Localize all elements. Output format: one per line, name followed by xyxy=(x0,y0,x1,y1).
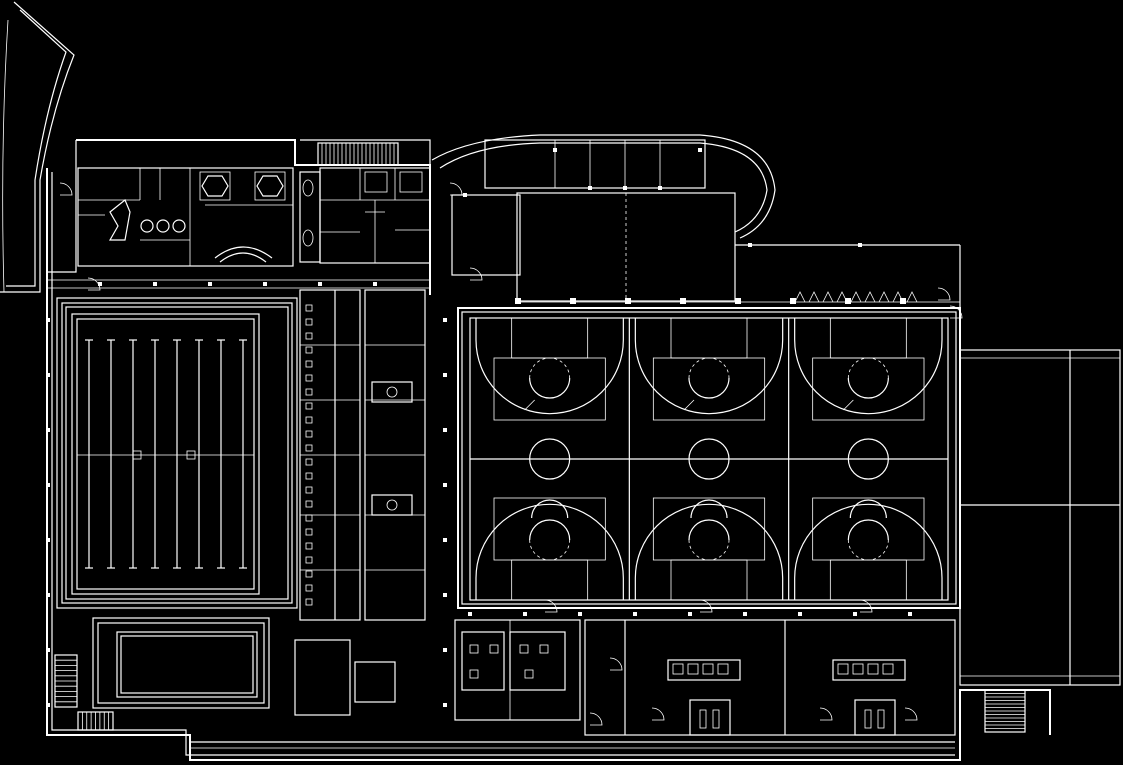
toilet-fixture-icon xyxy=(305,402,313,410)
basketball-court-icon xyxy=(788,317,948,601)
toilet-fixture-icon xyxy=(852,663,864,675)
service-block-bottom xyxy=(59,182,963,749)
toilet-fixture-icon xyxy=(305,430,313,438)
entrance-canopy xyxy=(0,1,75,293)
door-swing-icon xyxy=(819,707,833,721)
door-swing-icon xyxy=(449,182,463,196)
clerestory-row xyxy=(515,291,960,304)
locker-rooms xyxy=(294,289,426,716)
door-swing-icon xyxy=(59,182,73,196)
door-swing-icon xyxy=(859,599,873,613)
toilet-fixture-icon xyxy=(469,669,479,679)
toilet-fixture-icon xyxy=(305,486,313,494)
toilet-fixture-icon xyxy=(305,332,313,340)
toilet-fixture-icon xyxy=(867,663,879,675)
door-swing-icon xyxy=(949,305,963,319)
building-outline xyxy=(46,139,1051,761)
entry-suite xyxy=(77,167,321,267)
multipurpose-room-oval xyxy=(431,134,961,310)
basketball-court-icon xyxy=(628,317,789,601)
toilet-fixture-icon xyxy=(305,556,313,564)
door-swing-icon xyxy=(937,287,951,301)
door-swing-icon xyxy=(699,599,713,613)
structural-columns xyxy=(46,148,912,707)
toilet-fixture-icon xyxy=(672,663,684,675)
toilet-fixture-icon xyxy=(524,669,534,679)
toilet-fixture-icon xyxy=(305,584,313,592)
toilet-fixture-icon xyxy=(305,416,313,424)
toilet-fixture-icon xyxy=(305,318,313,326)
basketball-court-icon xyxy=(470,317,630,601)
toilet-fixture-icon xyxy=(305,458,313,466)
toilet-fixture-icon xyxy=(305,570,313,578)
toilet-fixture-icon xyxy=(305,598,313,606)
toilet-fixture-icon xyxy=(305,304,313,312)
toilet-fixture-icon xyxy=(539,644,549,654)
toilet-fixture-icon xyxy=(305,472,313,480)
toilet-fixture-icon xyxy=(305,388,313,396)
door-swing-icon xyxy=(651,707,665,721)
toilet-fixture-icon xyxy=(305,500,313,508)
toilet-fixture-icon xyxy=(305,374,313,382)
toilet-fixture-icon xyxy=(882,663,894,675)
door-swing-icon xyxy=(87,277,101,291)
toilet-fixture-icon xyxy=(305,528,313,536)
swimming-pool-icon xyxy=(56,297,298,609)
stair-icon xyxy=(54,654,114,731)
door-swing-icon xyxy=(904,707,918,721)
teaching-pool xyxy=(92,617,270,709)
toilet-fixture-icon xyxy=(489,644,499,654)
toilet-fixture-icon xyxy=(305,542,313,550)
toilet-fixture-icon xyxy=(305,514,313,522)
bleacher-annex xyxy=(959,349,1121,733)
toilet-fixture-icon xyxy=(702,663,714,675)
door-swing-icon xyxy=(544,599,558,613)
door-swing-icon xyxy=(469,267,483,281)
toilet-fixture-icon xyxy=(717,663,729,675)
toilet-fixture-icon xyxy=(305,346,313,354)
toilet-fixture-icon xyxy=(305,444,313,452)
toilet-fixture-icon xyxy=(305,360,313,368)
toilet-fixture-icon xyxy=(469,644,479,654)
door-swing-icon xyxy=(609,657,623,671)
stair-icon xyxy=(317,142,399,166)
toilet-fixture-icon xyxy=(837,663,849,675)
gymnasium xyxy=(457,307,961,609)
toilet-fixture-icon xyxy=(519,644,529,654)
service-block-top xyxy=(319,167,431,264)
door-swing-icon xyxy=(589,712,603,726)
toilet-fixture-icon xyxy=(687,663,699,675)
